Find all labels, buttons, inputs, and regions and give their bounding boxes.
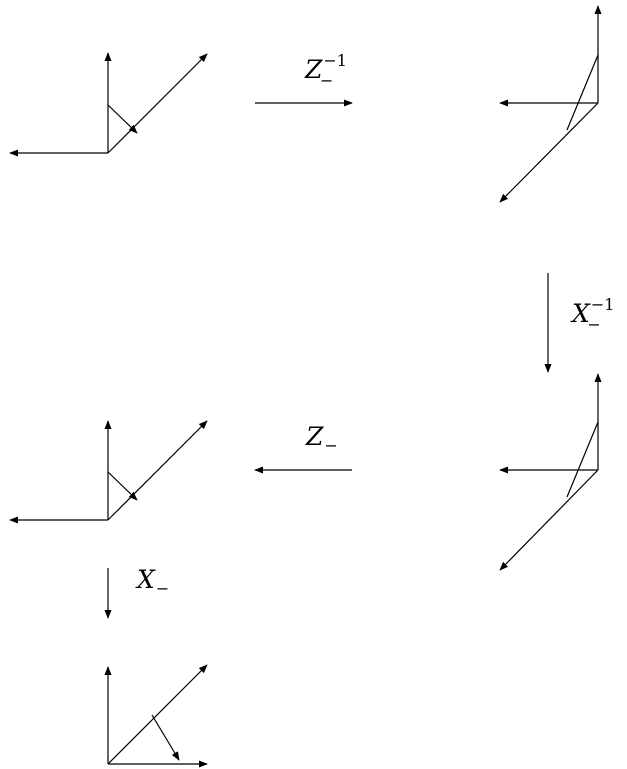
frame1-tilt-vector xyxy=(107,104,138,134)
frame5-diagonal-axis xyxy=(107,664,208,765)
label-x-inverse: X−1− xyxy=(570,295,614,334)
frame1-diagonal-axis xyxy=(107,53,208,154)
label-x: X− xyxy=(135,565,169,598)
frame-top-right xyxy=(499,5,602,203)
frame-bottom-left xyxy=(104,664,208,768)
label-z-inverse: Z−1− xyxy=(304,51,347,90)
frame5-tilt-vector xyxy=(151,714,180,761)
frame4-diagonal-axis xyxy=(107,420,208,521)
label-z: Z− xyxy=(305,422,338,455)
frame2-diagonal-axis xyxy=(499,102,599,203)
frame-middle-right xyxy=(499,373,602,571)
frame4-tilt-vector xyxy=(107,471,138,501)
frame3-tilt-line xyxy=(566,421,599,498)
frame3-diagonal-axis xyxy=(499,469,599,571)
frame-top-left xyxy=(9,52,208,157)
frame-middle-left xyxy=(9,420,208,524)
frame2-tilt-line xyxy=(566,54,599,131)
